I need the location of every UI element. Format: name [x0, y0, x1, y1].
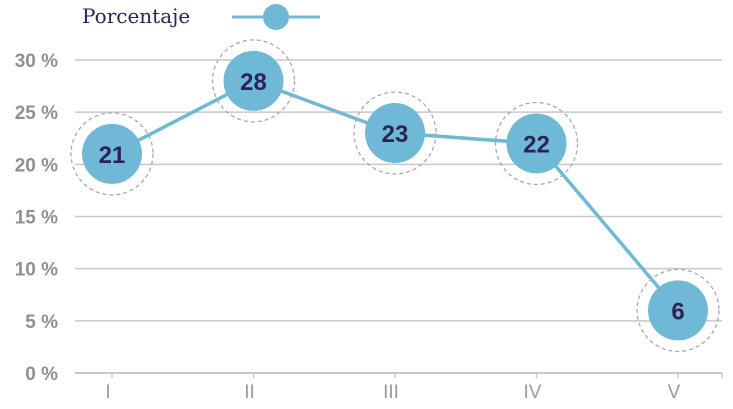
data-point-0 [82, 123, 142, 184]
legend-label: Porcentaje [82, 4, 190, 28]
data-point-4 [648, 280, 708, 341]
y-tick-label-0: 0 % [25, 364, 58, 385]
marker-halo-3 [494, 101, 579, 186]
y-tick-label-10: 10 % [15, 260, 58, 281]
data-point-3 [506, 113, 567, 174]
marker-halo-1 [211, 39, 296, 123]
x-tick-label-2: III [383, 382, 399, 403]
grid-lines [75, 59, 722, 322]
marker-halo-2 [353, 91, 437, 175]
x-tick-label-4: V [668, 382, 681, 403]
y-axis-ticks: 0 % 5 % 10 % 15 % 20 % 25 % 30 % [15, 51, 58, 385]
x-tick-label-1: II [244, 382, 255, 403]
x-tick-label-0: I [105, 382, 110, 403]
marker-halo-0 [70, 112, 154, 196]
y-tick-label-15: 15 % [15, 208, 58, 229]
y-tick-label-5: 5 % [25, 312, 58, 333]
legend: Porcentaje [82, 4, 320, 30]
data-point-2 [365, 103, 425, 164]
legend-marker [263, 4, 289, 30]
series-porcentaje: 21 28 23 22 6 [70, 39, 720, 353]
marker-halo-4 [636, 268, 720, 353]
data-label-4: 6 [671, 298, 684, 325]
data-point-1 [223, 50, 284, 111]
x-tick-label-3: IV [524, 382, 542, 403]
data-label-1: 28 [240, 69, 267, 96]
data-label-2: 23 [382, 121, 409, 148]
y-tick-label-20: 20 % [15, 155, 58, 176]
data-label-3: 22 [523, 131, 550, 158]
y-tick-label-25: 25 % [15, 103, 58, 124]
data-label-0: 21 [99, 142, 126, 169]
y-tick-label-30: 30 % [15, 51, 58, 72]
